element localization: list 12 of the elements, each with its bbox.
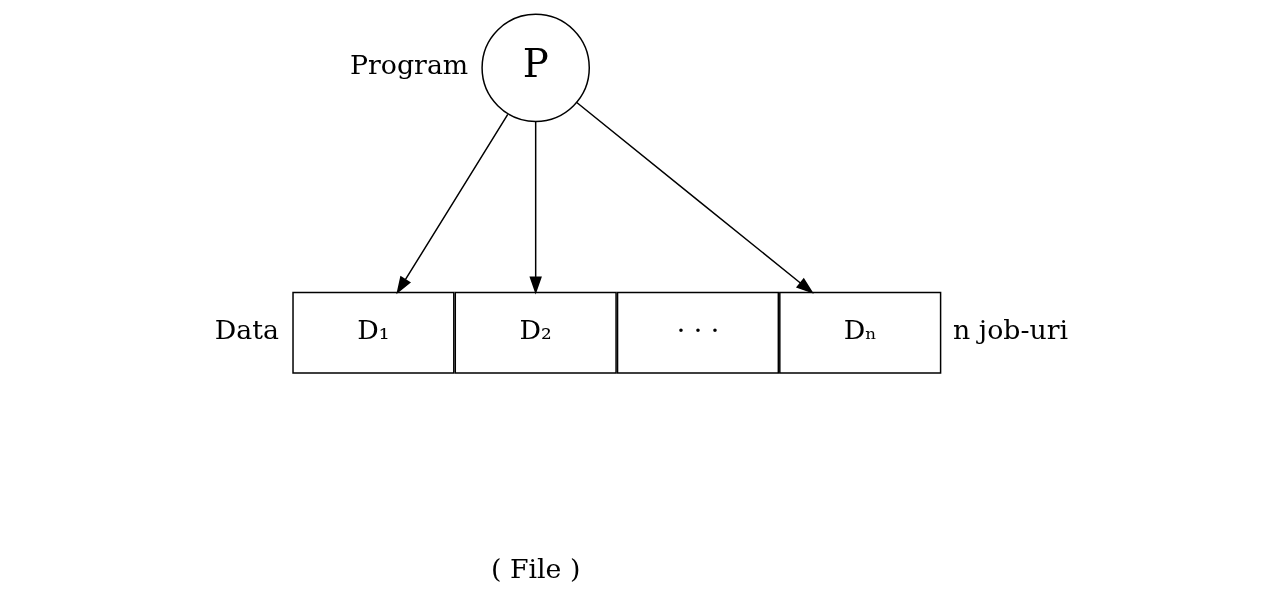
node-box: D₁ — [292, 291, 455, 374]
arrow — [396, 113, 509, 295]
label: ( File ) — [490, 552, 581, 584]
node-label: Program — [350, 49, 469, 81]
arrow — [529, 120, 542, 295]
arrow — [576, 101, 814, 294]
node-box: · · · — [616, 291, 780, 374]
label: Data — [214, 314, 279, 346]
node-circle: P — [481, 13, 590, 123]
label: n job-uri — [953, 314, 1069, 346]
node-box: D₂ — [454, 291, 617, 374]
node-box: Dₙ — [779, 291, 942, 374]
